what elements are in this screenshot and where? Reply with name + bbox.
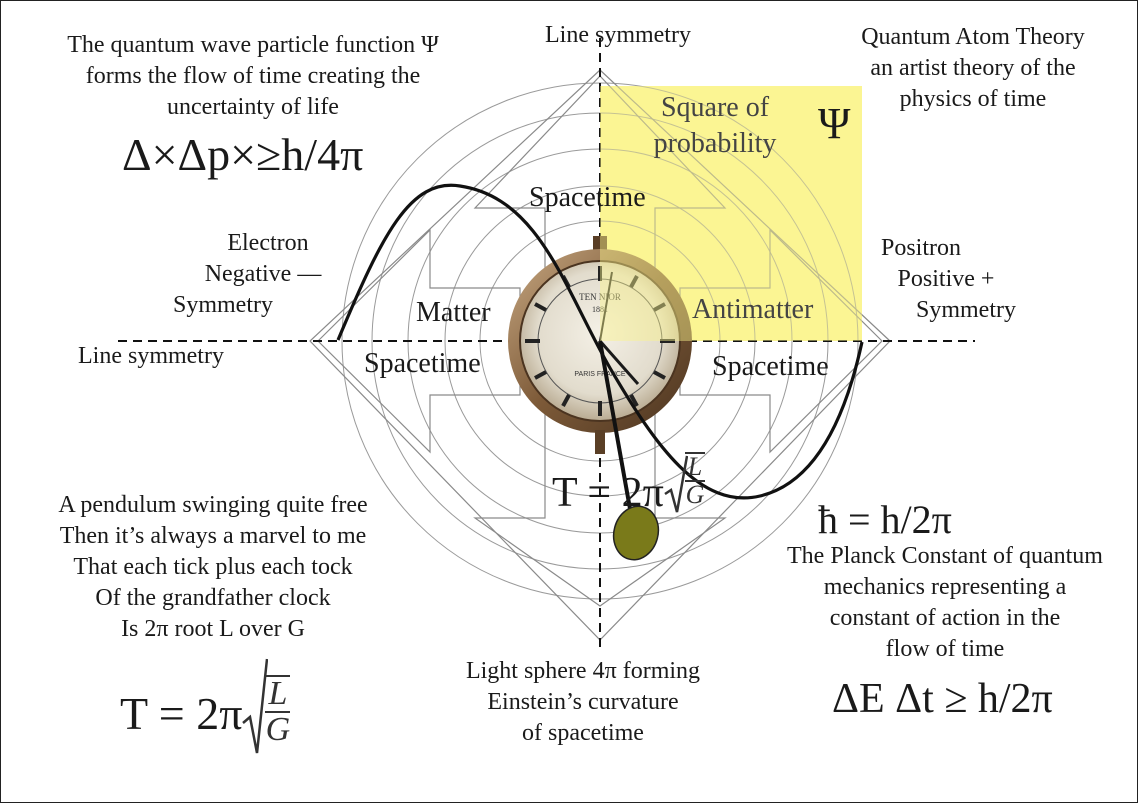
clock-city-text: PARIS FRANCE (574, 371, 626, 378)
header-left-line-2: forms the flow of time creating the (85, 63, 421, 89)
planck-line-3: constant of action in the (829, 605, 1061, 631)
bottom-pendulum-formula: T = 2π L G (120, 655, 291, 755)
poem-line-5: Is 2π root L over G (121, 616, 305, 642)
square-of-probability-label: Square of probability (630, 90, 800, 162)
header-left-line-3: uncertainty of life (167, 94, 339, 120)
clock-pendulum-stub (595, 430, 605, 454)
center-pendulum-formula: T = 2π L G (552, 452, 706, 516)
matter-label: Matter (416, 297, 491, 328)
poem-line-4: Of the grandfather clock (95, 585, 331, 611)
energy-time-formula: ΔE Δt ≥ h/2π (832, 676, 1053, 722)
clock-year-text: 1881 (592, 305, 608, 314)
center-pendulum-denominator: G (685, 480, 705, 509)
pendulum-rod (598, 340, 634, 521)
planck-line-1: The Planck Constant of quantum (787, 543, 1103, 569)
bottom-pendulum-denominator: G (265, 711, 291, 748)
clock-hour-hand (598, 340, 640, 385)
electron-line-2: Negative — (204, 261, 322, 287)
header-right-line-2: an artist theory of the (870, 55, 1076, 81)
clock-minute-hand (599, 271, 613, 342)
header-left-line-1: The quantum wave particle function Ψ (67, 32, 439, 58)
poem-line-2: Then it’s always a marvel to me (59, 523, 367, 549)
electron-line-3: Symmetry (173, 292, 273, 318)
positron-label: Positron Positive + Symmetry (856, 233, 1036, 326)
planck-description: The Planck Constant of quantum mechanics… (760, 541, 1130, 665)
header-right-line-1: Quantum Atom Theory (861, 24, 1085, 50)
antimatter-label: Antimatter (692, 294, 814, 325)
pendulum-bob (612, 505, 660, 561)
square-of-probability-line-1: Square of (660, 92, 770, 123)
bottom-pendulum-prefix: T = 2π (120, 688, 243, 739)
header-right-text: Quantum Atom Theory an artist theory of … (838, 22, 1108, 115)
positron-line-2: Positive + (897, 266, 995, 292)
planck-line-2: mechanics representing a (823, 574, 1067, 600)
poem-line-3: That each tick plus each tock (73, 554, 353, 580)
bottom-pendulum-fraction: L G (265, 675, 291, 748)
center-pendulum-prefix: T = 2π (552, 470, 664, 516)
bottom-radical-sign (242, 658, 269, 754)
header-right-line-3: physics of time (899, 86, 1047, 112)
light-sphere-label: Light sphere 4π forming Einstein’s curva… (440, 656, 726, 749)
psi-symbol: Ψ (818, 99, 851, 148)
electron-line-1: Electron (227, 230, 309, 256)
pendulum-poem: A pendulum swinging quite free Then it’s… (28, 490, 398, 645)
spacetime-top-label: Spacetime (529, 182, 646, 213)
positron-line-1: Positron (880, 235, 961, 261)
poem-line-1: A pendulum swinging quite free (58, 492, 368, 518)
clock-brand-text: TEN NIOR (579, 292, 621, 302)
wave-function-curve (336, 183, 864, 500)
positron-line-3: Symmetry (916, 297, 1016, 323)
uncertainty-position-formula: Δ×Δp×≥h/4π (122, 129, 364, 180)
bottom-pendulum-numerator: L (265, 677, 291, 713)
light-sphere-line-1: Light sphere 4π forming (465, 658, 701, 684)
reduced-planck-formula: ħ = h/2π (818, 497, 952, 542)
light-sphere-line-2: Einstein’s curvature (487, 689, 679, 715)
center-pendulum-fraction: L G (684, 452, 706, 509)
electron-label: Electron Negative — Symmetry (148, 228, 338, 321)
square-of-probability-line-2: probability (653, 128, 777, 159)
header-left-text: The quantum wave particle function Ψ for… (28, 30, 478, 123)
light-sphere-line-3: of spacetime (522, 720, 644, 746)
probability-square-overlay (600, 86, 862, 341)
planck-line-4: flow of time (885, 636, 1005, 662)
spacetime-left-label: Spacetime (364, 348, 481, 379)
center-radical-sign (664, 455, 688, 513)
line-symmetry-top-label: Line symmetry (545, 22, 691, 48)
spacetime-right-label: Spacetime (712, 351, 829, 382)
line-symmetry-left-label: Line symmetry (78, 343, 224, 369)
center-pendulum-numerator: L (684, 454, 706, 482)
